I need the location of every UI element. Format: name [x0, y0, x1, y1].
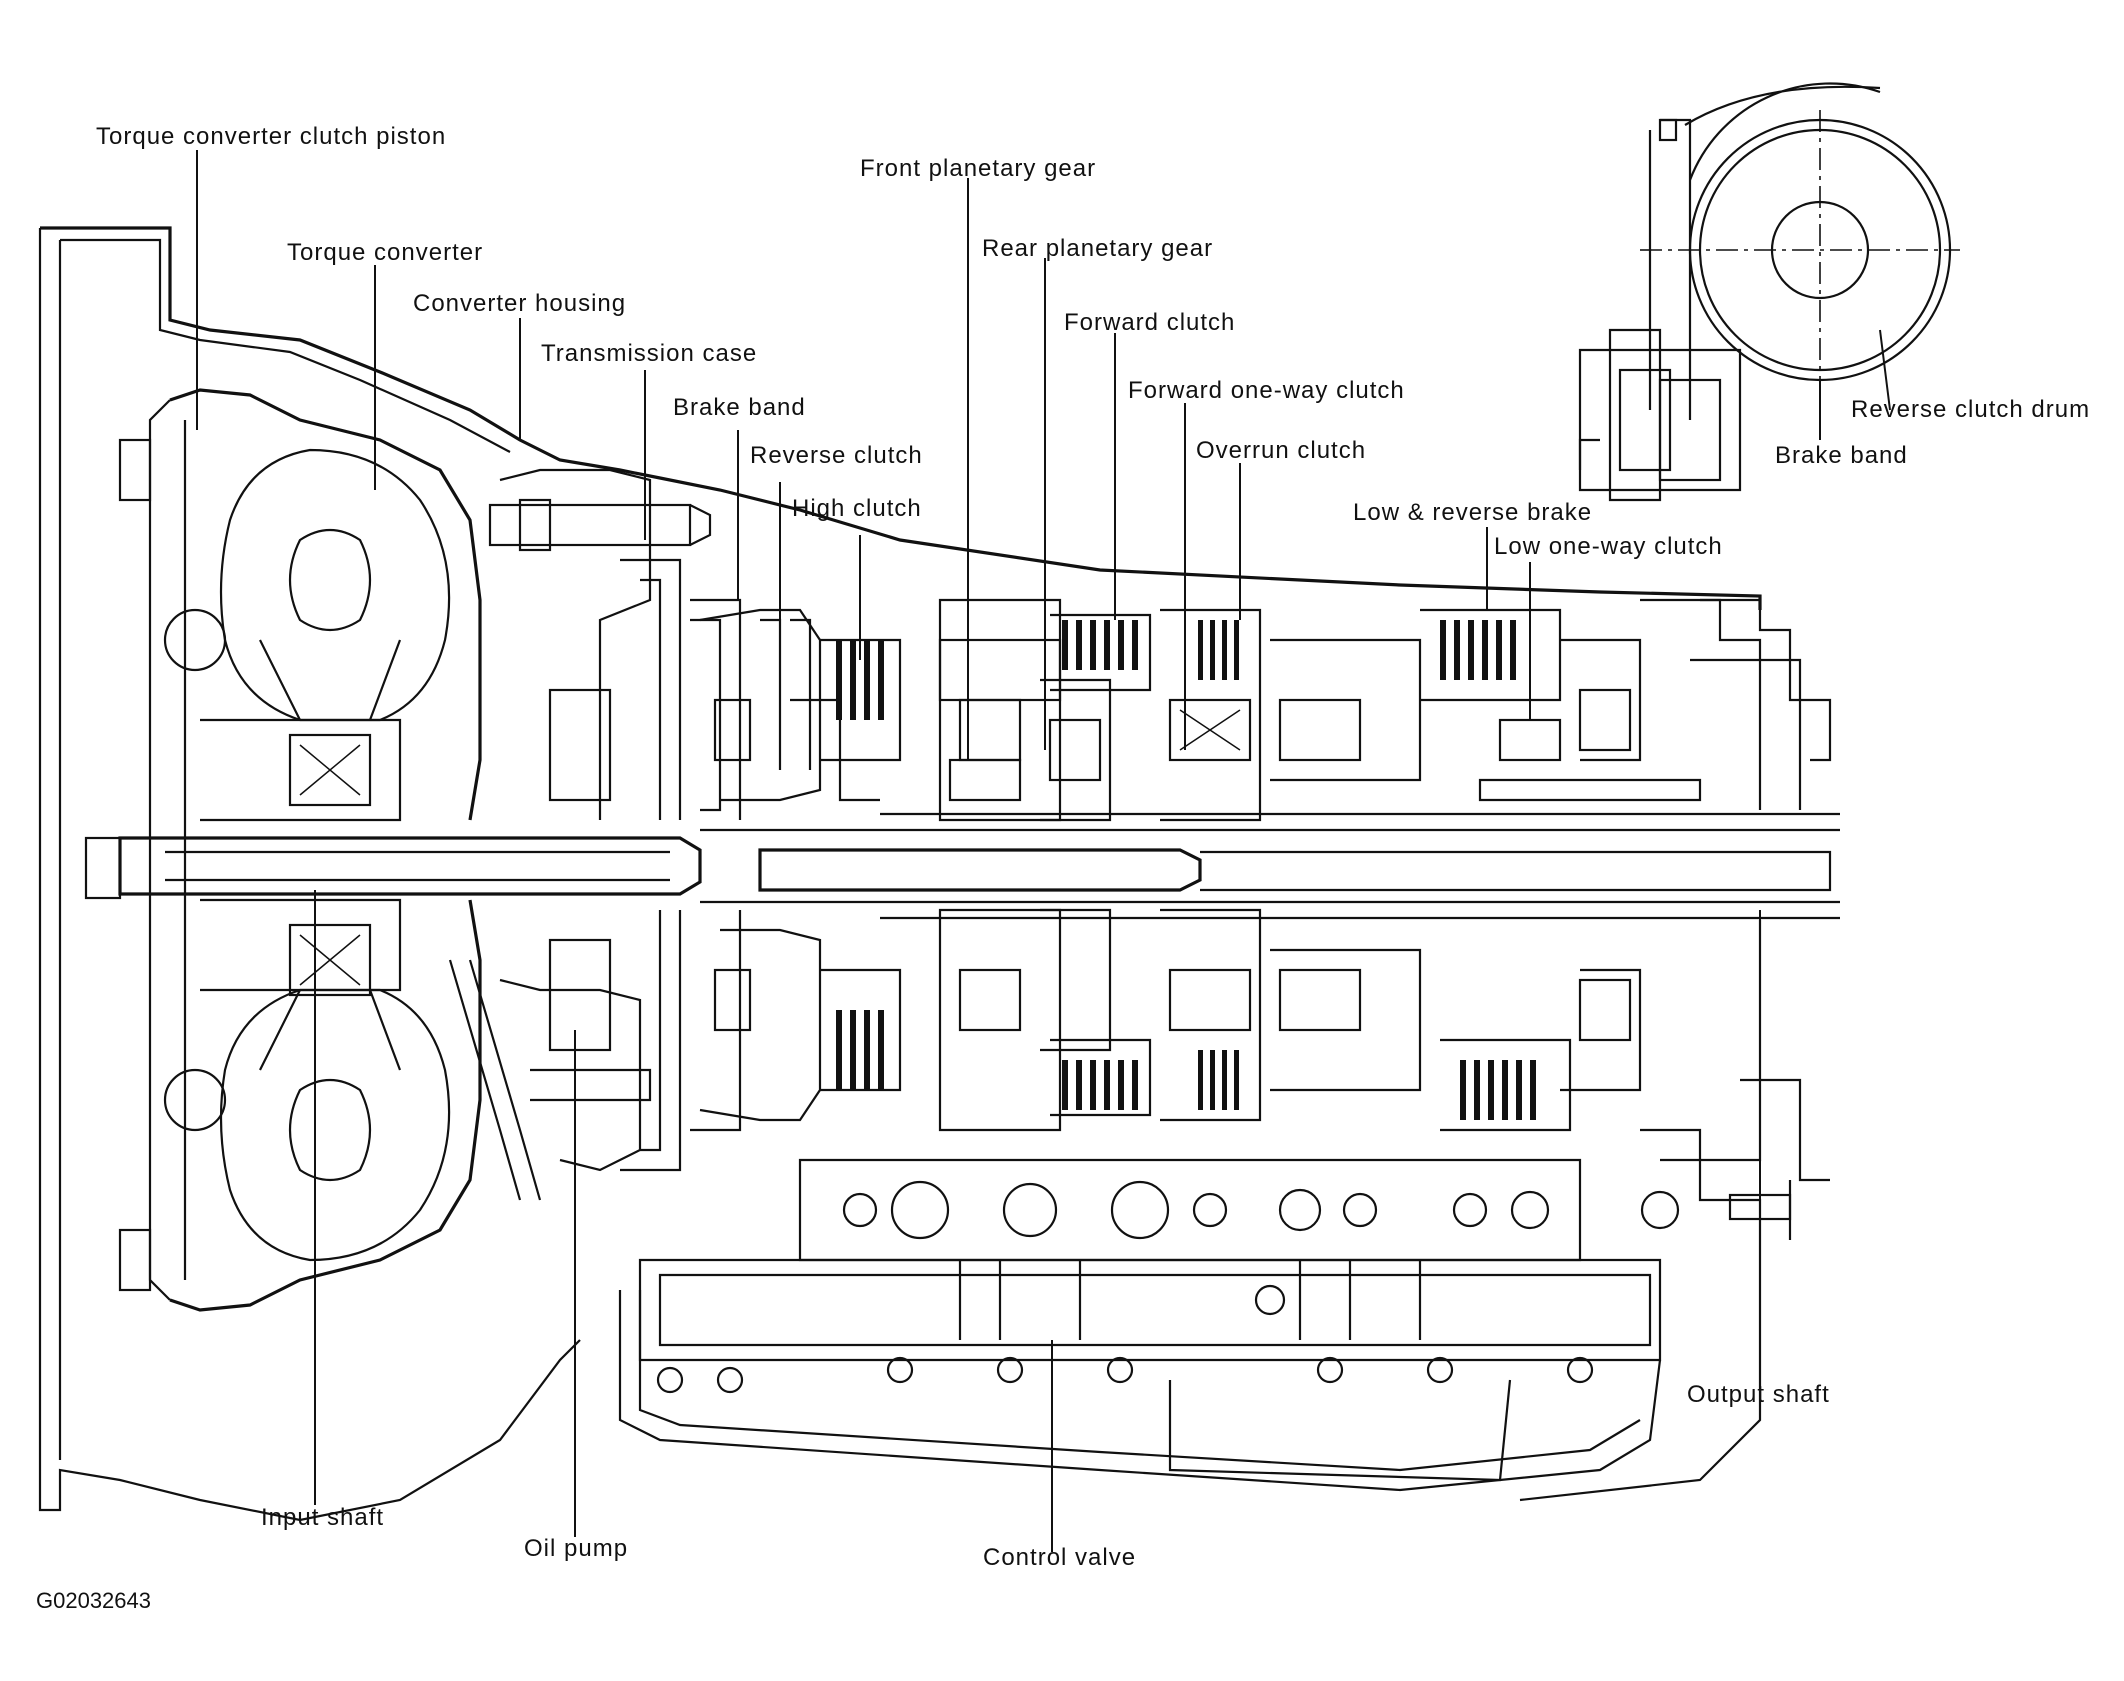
label-transmission-case: Transmission case	[541, 340, 757, 367]
forward-clutch-plates-lower	[1062, 1060, 1138, 1110]
oil-pan	[618, 1290, 1662, 1492]
high-clutch-plates-upper	[836, 640, 884, 720]
label-brake-band: Brake band	[673, 394, 806, 421]
label-output-shaft: Output shaft	[1687, 1381, 1830, 1408]
main-shaft	[118, 812, 1840, 920]
figure-id: G02032643	[36, 1588, 151, 1613]
overrun-clutch-plates-lower	[1198, 1050, 1239, 1110]
callout-labels: Torque converter clutch piston Torque co…	[36, 123, 2090, 1613]
label-torque-converter: Torque converter	[287, 239, 483, 266]
low-reverse-brake-plates-upper	[1440, 620, 1516, 680]
label-oil-pump: Oil pump	[524, 1535, 628, 1562]
label-reverse-clutch: Reverse clutch	[750, 442, 923, 469]
overrun-clutch-plates-upper	[1198, 620, 1239, 680]
low-reverse-brake-plates-lower	[1460, 1060, 1536, 1120]
rear-extension-housing	[1519, 598, 1832, 1502]
label-input-shaft: Input shaft	[261, 1504, 384, 1531]
label-reverse-clutch-drum: Reverse clutch drum	[1851, 396, 2090, 423]
label-torque-converter-clutch-piston: Torque converter clutch piston	[96, 123, 446, 150]
label-low-one-way-clutch: Low one-way clutch	[1494, 533, 1723, 560]
leader-lines	[196, 150, 1891, 1552]
label-converter-housing: Converter housing	[413, 290, 626, 317]
label-front-planetary-gear: Front planetary gear	[860, 155, 1096, 182]
inset-reverse-clutch-drum	[1578, 82, 1960, 502]
label-high-clutch: High clutch	[792, 495, 922, 522]
label-rear-planetary-gear: Rear planetary gear	[982, 235, 1213, 262]
label-brake-band-inset: Brake band	[1775, 442, 1908, 469]
label-overrun-clutch: Overrun clutch	[1196, 437, 1366, 464]
control-valve-body	[638, 1158, 1662, 1362]
oil-pump	[448, 468, 712, 1201]
label-low-reverse-brake: Low & reverse brake	[1353, 499, 1592, 526]
label-control-valve: Control valve	[983, 1544, 1136, 1571]
high-clutch-plates-lower	[836, 1010, 884, 1090]
converter-housing-outline	[38, 226, 1762, 1522]
torque-converter	[84, 388, 482, 1312]
clutch-packs-lower	[620, 908, 1762, 1172]
label-forward-one-way-clutch: Forward one-way clutch	[1128, 377, 1405, 404]
label-forward-clutch: Forward clutch	[1064, 309, 1235, 336]
clutch-packs-upper	[620, 558, 1802, 822]
forward-clutch-plates-upper	[1062, 620, 1138, 670]
